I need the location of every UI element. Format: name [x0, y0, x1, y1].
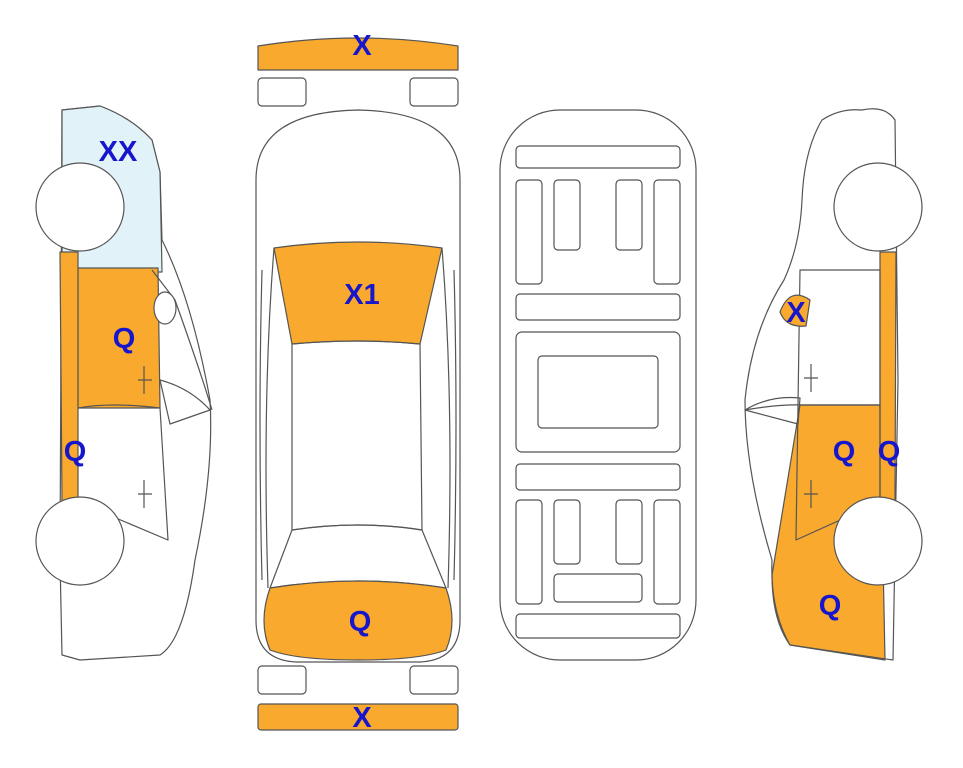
left-door-handle-2: [138, 480, 152, 508]
right-belt-line: [744, 404, 880, 411]
under-part-7: [515, 331, 681, 453]
under-part-3: [553, 179, 581, 251]
underbody-outline: [499, 109, 697, 661]
right-door-strip: [453, 269, 457, 581]
right-pillar-top: [441, 247, 451, 589]
under-part-1: [515, 145, 681, 169]
undercarriage-view: [499, 109, 697, 661]
trunk-panel: [263, 580, 453, 661]
trunk-label: Q: [349, 606, 372, 638]
left-rear-wheel: [35, 162, 125, 252]
windshield-label: X1: [344, 279, 379, 311]
left-mirror: [153, 291, 177, 325]
under-part-14: [553, 573, 643, 603]
rear-light-right: [409, 665, 459, 695]
right-body-outline: [744, 108, 899, 661]
under-part-11: [553, 499, 581, 565]
rear-bumper-label: X: [352, 702, 372, 734]
right-rear-quarter-label: Q: [819, 590, 842, 622]
left-door-line: [77, 404, 169, 541]
left-rear-door-label: Q: [113, 323, 136, 355]
left-door-handle-1: [138, 366, 152, 394]
under-part-10: [515, 499, 543, 605]
under-part-13: [653, 499, 681, 605]
under-part-8: [537, 355, 659, 429]
under-part-4: [615, 179, 643, 251]
rear-bumper: [257, 703, 459, 731]
left-rocker-label: Q: [64, 436, 87, 468]
under-part-6: [515, 293, 681, 321]
left-pillar-top: [265, 247, 275, 589]
right-fuel-door-label: X: [786, 297, 806, 329]
left-side-view: [35, 105, 213, 661]
roof-outline: [291, 340, 423, 531]
under-part-9: [515, 463, 681, 491]
front-light-left: [257, 77, 307, 107]
under-part-12: [615, 499, 643, 565]
right-front-glass: [744, 396, 801, 425]
left-door-strip: [259, 269, 263, 581]
under-part-5: [653, 179, 681, 285]
right-rocker-label: Q: [878, 436, 901, 468]
top-body-outline: [255, 109, 461, 663]
rear-light-left: [257, 665, 307, 695]
right-side-view: [744, 108, 923, 661]
right-front-wheel: [833, 496, 923, 586]
front-bumper-label: X: [352, 30, 372, 62]
under-part-2: [515, 179, 543, 285]
front-bumper: [257, 37, 459, 71]
front-light-right: [409, 77, 459, 107]
left-front-wheel: [35, 496, 125, 586]
left-rear-glass-label: XX: [99, 136, 138, 168]
right-fuel-door: [779, 294, 811, 327]
top-view: [255, 37, 461, 731]
right-door-handle-2: [804, 480, 818, 508]
left-pillar-line: [151, 269, 213, 411]
rear-glass-line: [269, 524, 447, 589]
right-rear-wheel: [833, 162, 923, 252]
right-door-handle-1: [804, 364, 818, 392]
right-rear-door-label: Q: [833, 436, 856, 468]
under-part-15: [515, 613, 681, 639]
damage-labels: X X1 Q X XX Q Q X Q Q Q: [64, 30, 901, 734]
left-front-glass: [159, 379, 211, 425]
